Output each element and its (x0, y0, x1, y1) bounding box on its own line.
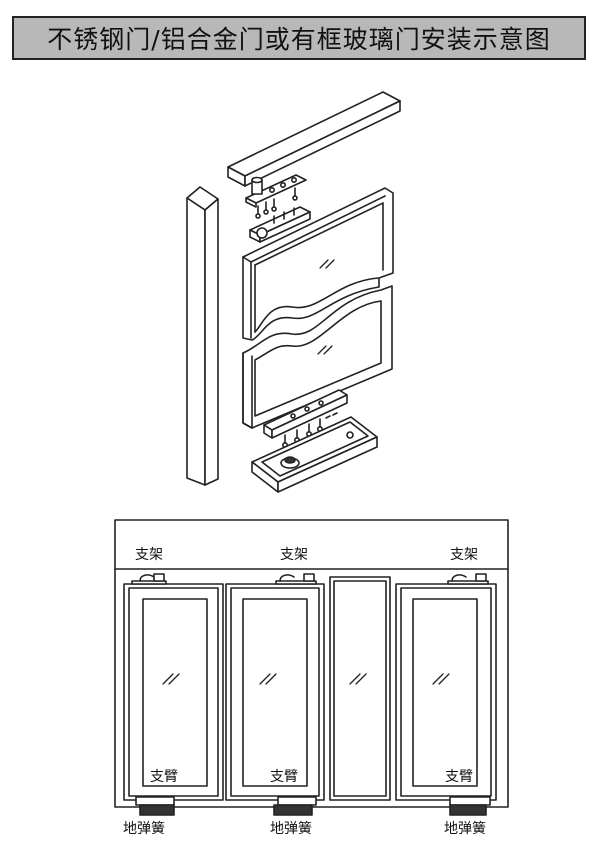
bracket-2 (275, 573, 317, 585)
bracket-label-1: 支架 (135, 547, 163, 563)
floor-spring-box (251, 416, 378, 493)
top-patch-fitting (249, 206, 311, 243)
diagram-title: 不锈钢门/铝合金门或有框玻璃门安装示意图 (47, 25, 551, 54)
floor-spring-1 (139, 804, 175, 816)
exploded-view (186, 91, 401, 493)
floor-spring-label-1: 地弹簧 (123, 821, 165, 837)
arm-1 (135, 796, 175, 806)
door-2 (225, 573, 325, 816)
door-3 (395, 573, 497, 816)
arm-label-1: 支臂 (150, 769, 178, 785)
top-pivot-screws (255, 187, 298, 219)
arm-label-3: 支臂 (445, 769, 473, 785)
floor-spring-label-3: 地弹簧 (444, 821, 486, 837)
upper-door-panel (242, 187, 394, 341)
door-1 (123, 573, 224, 816)
title-bar: 不锈钢门/铝合金门或有框玻璃门安装示意图 (12, 16, 586, 60)
bracket-3 (447, 573, 489, 585)
top-beam (227, 91, 401, 187)
floor-spring-3 (449, 804, 487, 816)
bracket-label-3: 支架 (450, 547, 478, 563)
bracket-label-2: 支架 (280, 547, 308, 563)
arm-3 (449, 796, 491, 806)
bracket-1 (131, 573, 167, 585)
bottom-patch-fitting (263, 389, 348, 439)
front-elevation (114, 519, 509, 816)
arm-label-2: 支臂 (270, 769, 298, 785)
fixed-glass-panel (329, 576, 391, 801)
lower-door-panel (242, 285, 393, 429)
arm-2 (277, 796, 317, 806)
top-pivot-plate (245, 174, 307, 208)
floor-spring-label-2: 地弹簧 (270, 821, 312, 837)
floor-spring-2 (273, 804, 313, 816)
side-jamb (186, 186, 219, 486)
